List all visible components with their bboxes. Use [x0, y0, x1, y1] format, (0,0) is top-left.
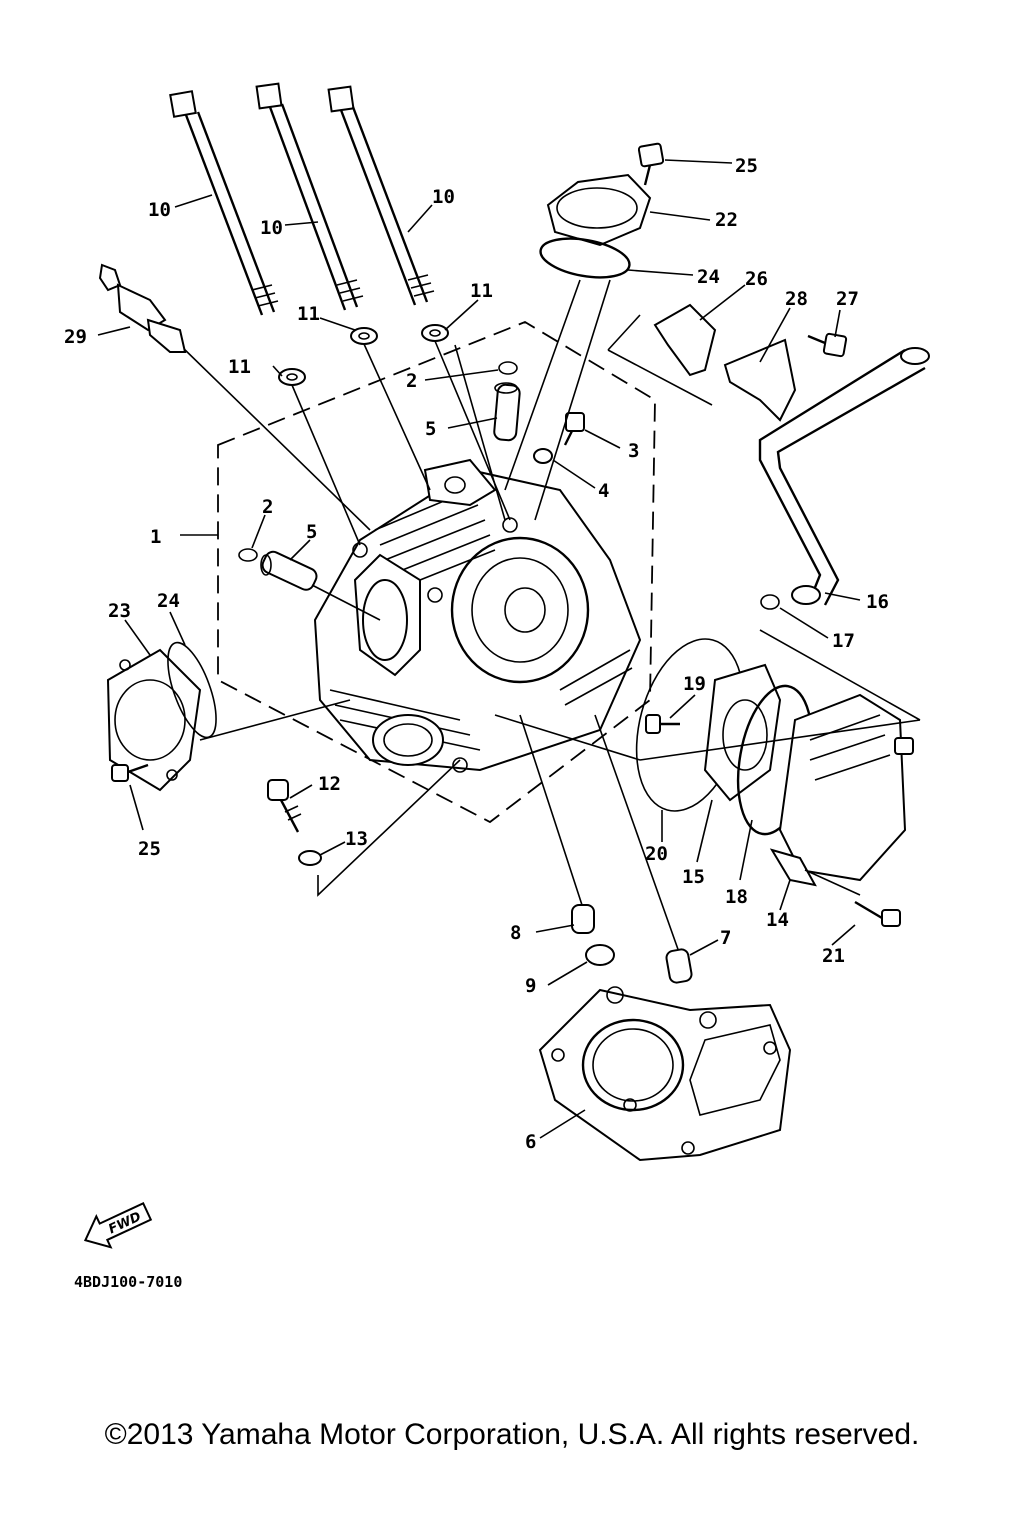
cover-plate-15 — [703, 663, 782, 802]
hose-clip-17 — [760, 594, 780, 610]
callout-11-b: 11 — [297, 303, 320, 325]
collar-9 — [585, 944, 615, 966]
valve-cover-14 — [769, 693, 914, 887]
callout-19: 19 — [683, 673, 706, 695]
cam-cover-22 — [546, 173, 652, 247]
callout-11-a: 11 — [228, 356, 251, 378]
callout-4: 4 — [598, 480, 609, 502]
callout-29: 29 — [64, 326, 87, 348]
callout-7: 7 — [720, 927, 731, 949]
callout-25-left: 25 — [138, 838, 161, 860]
callout-23: 23 — [108, 600, 131, 622]
callout-21: 21 — [822, 945, 845, 967]
clip-2-lower — [238, 548, 258, 562]
callout-10-b: 10 — [260, 217, 283, 239]
callout-5-upper: 5 — [425, 418, 436, 440]
callout-22: 22 — [715, 209, 738, 231]
stud-bolt-10-c — [327, 85, 435, 306]
callout-6: 6 — [525, 1131, 536, 1153]
callout-2-upper: 2 — [406, 370, 417, 392]
callout-24-top: 24 — [697, 266, 720, 288]
assembly-boundary-dashed — [217, 320, 656, 824]
bolt-25-lower — [111, 763, 149, 782]
callout-26: 26 — [745, 268, 768, 290]
callout-13: 13 — [345, 828, 368, 850]
callout-11-c: 11 — [470, 280, 493, 302]
stud-bolt-10-a — [169, 90, 279, 316]
callout-15: 15 — [682, 866, 705, 888]
bolt-3 — [563, 412, 585, 446]
washer-13 — [298, 850, 322, 866]
spark-plug-29 — [98, 263, 187, 353]
side-cover-23 — [106, 648, 202, 792]
callout-12: 12 — [318, 773, 341, 795]
breather-hose-16 — [758, 347, 930, 606]
callout-16: 16 — [866, 591, 889, 613]
callout-10-c: 10 — [432, 186, 455, 208]
bolt-12 — [267, 779, 302, 833]
callout-28: 28 — [785, 288, 808, 310]
callout-9: 9 — [525, 975, 536, 997]
washer-11-b — [350, 327, 378, 345]
callout-14: 14 — [766, 909, 789, 931]
callout-18: 18 — [725, 886, 748, 908]
washer-4 — [533, 448, 553, 464]
dowel-7 — [665, 948, 693, 984]
dowel-5-upper — [493, 382, 521, 442]
callout-5-lower: 5 — [306, 521, 317, 543]
diagram-code: 4BDJ100-7010 — [74, 1273, 182, 1291]
bolt-25-upper — [637, 142, 665, 186]
callout-10-a: 10 — [148, 199, 171, 221]
callout-2-lower: 2 — [262, 496, 273, 518]
bolt-21 — [854, 900, 901, 927]
clip-2-upper — [498, 361, 518, 375]
callout-20: 20 — [645, 843, 668, 865]
callout-24-left: 24 — [157, 590, 180, 612]
washer-11-c — [421, 324, 449, 342]
callout-25-top: 25 — [735, 155, 758, 177]
dowel-8 — [571, 904, 595, 934]
cylinder-head — [313, 458, 642, 773]
stud-bolt-10-b — [255, 82, 364, 311]
callout-3: 3 — [628, 440, 639, 462]
cylinder-head-gasket-6 — [538, 986, 792, 1162]
bracket-28 — [723, 338, 797, 422]
callout-17: 17 — [832, 630, 855, 652]
dowel-5-lower — [260, 550, 318, 591]
washer-11-a — [278, 368, 306, 386]
fwd-arrow-icon: FWD — [83, 1201, 153, 1249]
callout-1: 1 — [150, 526, 161, 548]
bolt-27 — [807, 332, 848, 358]
callout-27: 27 — [836, 288, 859, 310]
o-ring-24-top — [539, 237, 631, 279]
callout-8: 8 — [510, 922, 521, 944]
guide-26 — [653, 303, 717, 377]
bolt-19 — [645, 714, 680, 734]
copyright-notice: ©2013 Yamaha Motor Corporation, U.S.A. A… — [104, 1418, 920, 1451]
